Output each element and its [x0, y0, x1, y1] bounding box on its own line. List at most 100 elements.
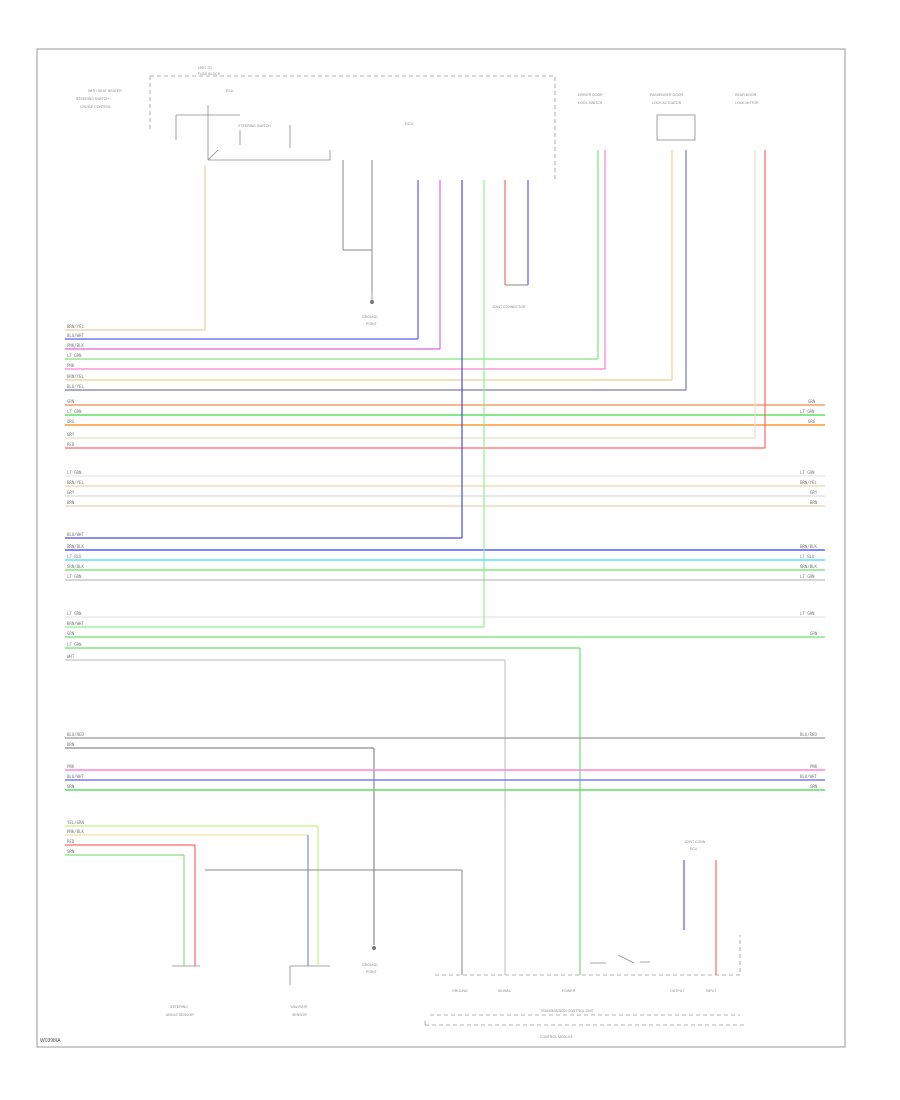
bottom-left-label-1: STEERING: [170, 1005, 188, 1009]
wire-label-l28: BRN: [67, 742, 75, 747]
ecu-drop-wires: [342, 160, 717, 975]
wire-label-l9: LT GRN: [67, 409, 82, 414]
control-unit-label: TRANSMISSION CONTROL UNIT: [540, 1009, 595, 1013]
wire-label-l19: LT BLU: [67, 554, 82, 559]
wire-label-l18: BRN/BLK: [67, 544, 84, 549]
top-conn-label-2: FUSE BLOCK: [198, 72, 221, 76]
wire-label-l8: GRN: [67, 399, 75, 404]
wire-label-l12: RED: [67, 442, 75, 447]
right-comp-3b: LOCK MOTOR: [735, 101, 759, 105]
right-comp-1b: LOCK SWITCH: [578, 101, 603, 105]
wire-label-l33: PNK/BLK: [67, 829, 84, 834]
wire-bus-group-1: [65, 150, 825, 449]
box-label-output: OUTPUT: [670, 989, 685, 993]
wire-label-r2: LT GRN: [800, 409, 815, 414]
wire-label-r15: PNK: [810, 764, 818, 769]
wire-label-r1: GRN: [808, 399, 816, 404]
box-label-power: GROUND: [452, 989, 468, 993]
wire-label-r3: ORG: [808, 419, 816, 424]
wire-label-l3: PNK/BLK: [67, 343, 84, 348]
right-comp-2b: LOCK ACTUATOR: [652, 101, 682, 105]
wire-label-l29: PNK: [67, 764, 75, 769]
wire-label-r7: BRN: [810, 500, 818, 505]
control-switch-symbol: [590, 954, 650, 964]
wire-label-l20: GRN/BLK: [67, 564, 84, 569]
wire-label-r11: LT GRN: [800, 574, 815, 579]
wire-label-r9: LT BLU: [800, 554, 815, 559]
bottom-left-box-2: [289, 965, 330, 985]
wire-label-l17: BLU/WHT: [67, 532, 84, 537]
mid-connector-label: JOINT CONNECTOR: [492, 305, 526, 309]
bottom-left-label-2b: SENSOR: [292, 1013, 307, 1017]
right-comp-3: REAR DOOR: [735, 93, 757, 97]
wire-label-r14: BLU/RED: [800, 732, 817, 737]
left-note-3: CRUISE CONTROL: [80, 105, 111, 109]
control-unit-outline: [424, 935, 745, 1026]
wire-label-r12: LT GRN: [800, 611, 815, 616]
wire-label-l14: BRN/YEL: [67, 480, 84, 485]
right-comp-2: PASSENGER DOOR: [650, 93, 683, 97]
wire-label-r16: BLU/WHT: [800, 774, 817, 779]
wire-label-l32: YEL/GRN: [67, 820, 84, 825]
bottom-right-top-label: JOINT CONN: [684, 840, 706, 844]
bottom-ground-label: GROUND: [362, 963, 378, 967]
wire-label-l10: ORG: [67, 419, 75, 424]
ecu-outline: [149, 75, 556, 180]
diagram-frame: [36, 48, 846, 1048]
wire-label-r5: BRN/YEL: [800, 480, 817, 485]
wire-label-l21: LT GRN: [67, 574, 82, 579]
wire-bus-group-5: [65, 737, 825, 945]
mid-ground-label: GROUND: [362, 315, 378, 319]
wire-bus-group-3: [65, 180, 825, 581]
wire-bus-group-2: [65, 475, 825, 507]
wire-label-l13: LT GRN: [67, 470, 82, 475]
wire-labels-left: BRN/YEL BLU/WHT PNK/BLK LT GRN PNK BRN/Y…: [67, 324, 84, 854]
top-conn-label-1: UNIT TO: [198, 66, 212, 70]
right-comp-1: DRIVER DOOR: [578, 93, 603, 97]
wire-label-r10: GRN/BLK: [800, 564, 817, 569]
wire-label-l22: LT GRN: [67, 611, 82, 616]
bottom-left-label-2: YAW RATE: [290, 1005, 308, 1009]
wire-label-l7: BLU/YEL: [67, 384, 84, 389]
wire-label-l31: GRN: [67, 784, 75, 789]
wire-label-l30: BLU/WHT: [67, 774, 84, 779]
wire-bus-group-6: [65, 825, 463, 975]
wire-label-l16: BRN: [67, 500, 75, 505]
switch-label: STEERING SWITCH: [238, 124, 271, 128]
bottom-right-top-label-b: ECU: [690, 847, 698, 851]
wire-bus-group-4: [65, 180, 825, 975]
wire-label-l11: GRY: [67, 432, 75, 437]
wire-label-r6: GRY: [810, 490, 818, 495]
box-label-ground: POWER: [562, 989, 576, 993]
wire-label-l26: WHT: [67, 654, 75, 659]
ecu-label: ECU: [405, 121, 414, 126]
wire-label-r8: BRN/BLK: [800, 544, 817, 549]
wire-label-l27: BLU/RED: [67, 732, 84, 737]
wire-labels-right: GRN LT GRN ORG LT GRN BRN/YEL GRY BRN BR…: [800, 399, 818, 789]
wire-label-r13: GRN: [810, 631, 818, 636]
bottom-ground-node: [372, 946, 376, 950]
wire-label-r17: GRN: [810, 784, 818, 789]
wire-label-r4: LT GRN: [800, 470, 815, 475]
box-label-signal: SIGNAL: [498, 989, 511, 993]
wire-label-l35: GRN: [67, 849, 75, 854]
diagram-footer-code: W0398IA: [40, 1038, 61, 1044]
control-module-label: CONTROL MODULE: [540, 1035, 574, 1039]
wire-label-l4: LT GRN: [67, 353, 82, 358]
wire-label-l6: BRN/YEL: [67, 374, 84, 379]
right-comp-2-box: [656, 114, 696, 141]
mid-ground-node: [370, 300, 374, 304]
bottom-left-label-1b: ANGLE SENSOR: [166, 1013, 194, 1017]
wire-label-l15: GRY: [67, 490, 75, 495]
wire-label-l25: LT GRN: [67, 642, 82, 647]
mid-ground-label-b: POINT: [366, 322, 378, 326]
wire-label-l24: GRN: [67, 631, 75, 636]
wire-label-l2: BLU/WHT: [67, 333, 84, 338]
switch-ground-line: [208, 150, 331, 161]
wire-label-l1: BRN/YEL: [67, 324, 84, 329]
switch-symbol: [175, 105, 291, 161]
left-note-1: WITH SEAT HEATER: [88, 89, 122, 93]
wire-label-l5: PNK: [67, 363, 75, 368]
top-conn-label-3: ECU: [226, 89, 234, 93]
